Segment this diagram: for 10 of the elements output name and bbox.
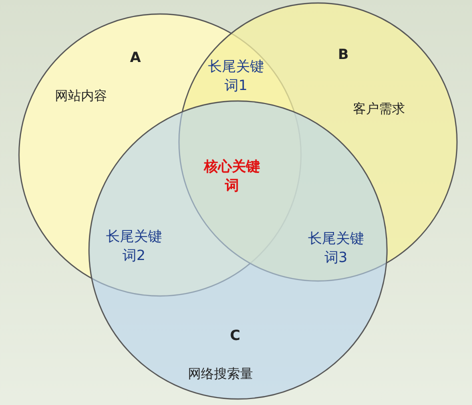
set-letter: B (338, 47, 349, 63)
set-name: 客户需求 (353, 101, 405, 118)
region-label: 长尾关键词1 (207, 58, 265, 96)
region-label: 长尾关键词3 (307, 230, 365, 268)
set-name: 网络搜索量 (188, 366, 253, 383)
region-label: 长尾关键词2 (105, 228, 163, 266)
core-keyword-label: 核心关键词 (202, 158, 261, 196)
set-letter: A (130, 50, 141, 66)
set-name: 网站内容 (55, 88, 107, 105)
set-letter: C (230, 328, 240, 344)
